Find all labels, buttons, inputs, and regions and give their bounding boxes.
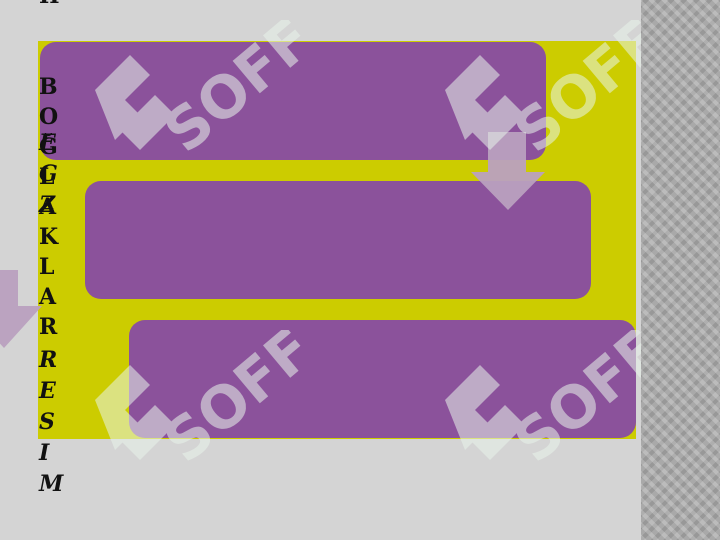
vertical-letter: I [39, 440, 50, 466]
vertical-letter: O [39, 104, 59, 130]
purple-box-3 [129, 320, 636, 438]
vertical-letter: E [39, 378, 56, 404]
soff-watermark-text: SOFF [501, 20, 641, 166]
vertical-letter: E [39, 130, 56, 156]
vertical-letter: L [39, 164, 55, 190]
down-arrow-icon [471, 132, 545, 210]
vertical-letter [39, 252, 63, 283]
vertical-letter: A [39, 284, 57, 310]
vertical-letter [39, 283, 63, 314]
soff-watermark: SOFF [445, 330, 641, 476]
vertical-letter: Z [39, 192, 56, 218]
vertical-letter: S [39, 409, 55, 435]
soff-watermark-text: SOFF [501, 330, 641, 476]
vertical-letter: G [39, 161, 58, 187]
soff-watermark: SOFF [95, 330, 325, 476]
vertical-letter: Ğ [39, 134, 58, 160]
soff-watermark-text: SOFF [151, 330, 325, 476]
vertical-letter: R [39, 347, 58, 373]
slide-canvas: II SOFF SOFF SOFF [0, 0, 641, 500]
down-arrow-icon [0, 270, 42, 348]
decorative-side-strip [641, 0, 720, 540]
vertical-letter: B [39, 74, 58, 100]
top-text-fragment: II [39, 0, 60, 9]
soff-watermark-text: SOFF [151, 20, 325, 166]
vertical-letter: K [39, 224, 59, 250]
vertical-letter: A [39, 194, 57, 220]
vertical-letter: M [39, 471, 64, 497]
vertical-letter [39, 221, 63, 252]
soff-watermark: SOFF [445, 20, 641, 166]
vertical-letter: L [39, 254, 55, 280]
vertical-letter: R [39, 314, 58, 340]
vertical-letter [39, 314, 63, 345]
soff-watermark: SOFF [95, 20, 325, 166]
